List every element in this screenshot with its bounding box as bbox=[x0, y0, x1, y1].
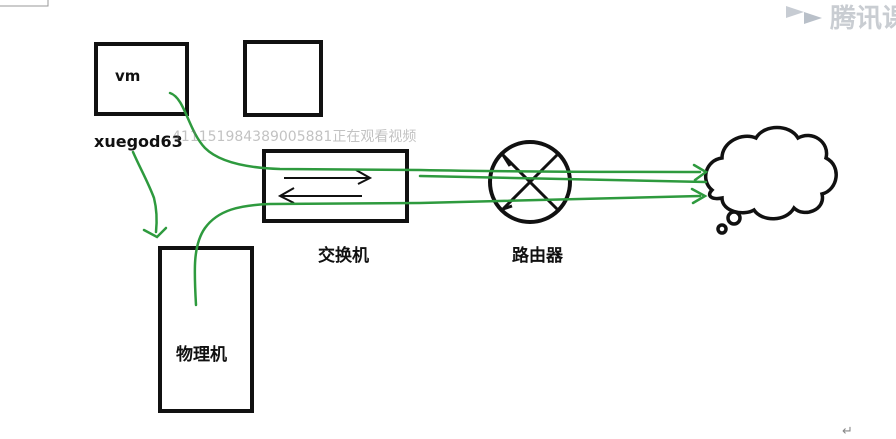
path-physical-to-cloud bbox=[193, 194, 702, 307]
switch-label: 交换机 bbox=[318, 246, 369, 266]
vm-box bbox=[94, 42, 189, 116]
switch-box bbox=[262, 149, 409, 223]
vm-label: vm bbox=[115, 67, 141, 85]
path-vm-to-cloud-upper bbox=[418, 174, 708, 184]
router-icon bbox=[488, 140, 572, 224]
cloud-icon bbox=[703, 125, 838, 235]
physical-machine-box bbox=[158, 246, 254, 413]
play-logo-icon bbox=[786, 6, 822, 24]
xuegod-label: xuegod63 bbox=[94, 132, 183, 151]
return-glyph-icon: ↵ bbox=[842, 424, 853, 439]
router-label: 路由器 bbox=[512, 246, 563, 266]
brand-watermark: 腾讯课 bbox=[830, 4, 896, 34]
window-edge-fragment bbox=[0, 0, 49, 7]
empty-vm-box bbox=[243, 40, 323, 117]
switch-arrows bbox=[277, 169, 373, 204]
viewer-watermark: 411151984389005881正在观看视频 bbox=[172, 129, 417, 145]
path-vm-to-cloud bbox=[168, 91, 702, 174]
traffic-paths bbox=[131, 91, 709, 307]
physical-machine-label: 物理机 bbox=[176, 345, 227, 365]
path-xuegod-to-physical bbox=[131, 150, 158, 234]
